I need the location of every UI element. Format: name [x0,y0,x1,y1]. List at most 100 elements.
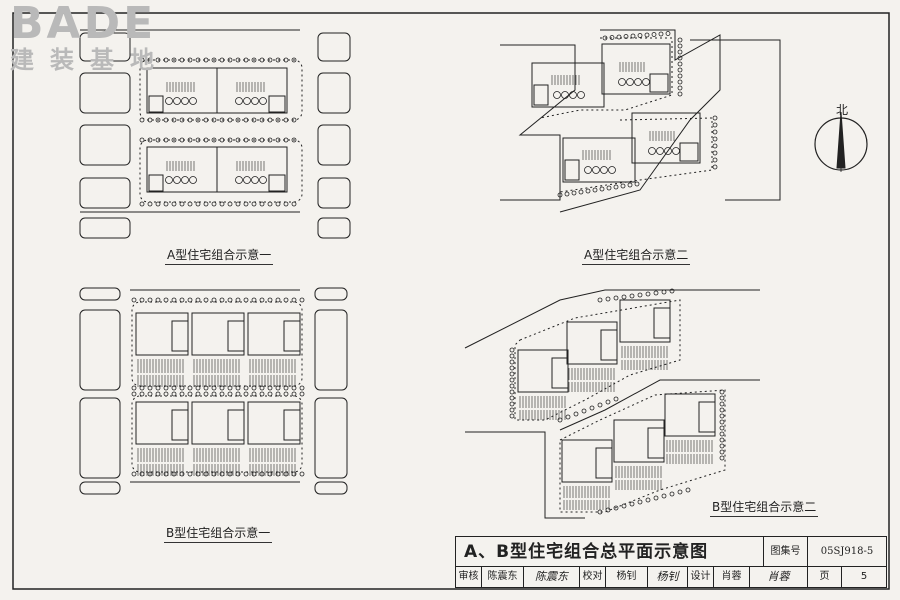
tree-symbol [179,391,185,397]
tree-symbol [719,395,725,401]
tree-symbol [203,57,209,63]
tree-symbol [605,399,611,405]
tree-symbol [569,91,577,99]
tree-symbol [564,191,570,197]
tree-symbol [712,164,718,170]
road-block [317,217,351,239]
caption-b-type-two: B型住宅组合示意二 [710,498,819,517]
tree-symbol [131,385,137,391]
tree-symbol [275,117,281,123]
tree-symbol [561,91,569,99]
tree-symbol [677,85,683,91]
tree-symbol [627,182,633,188]
tree-symbol [553,91,561,99]
tree-symbol [637,499,643,505]
tree-symbol [712,150,718,156]
check-label: 校对 [580,567,606,587]
tree-symbol [509,359,515,365]
north-arrow-icon [814,111,868,172]
tree-symbol [616,34,622,40]
tree-symbol [613,295,619,301]
caption-a-type-one: A型住宅组合示意一 [165,246,274,265]
tree-symbol [677,79,683,85]
tree-symbol [291,391,297,397]
tree-symbol [275,57,281,63]
tree-symbol [509,365,515,371]
tree-symbol [283,57,289,63]
road-block [79,309,121,391]
tree-symbol [173,176,181,184]
tree-symbol [147,201,153,207]
tree-symbol [251,97,259,105]
tree-symbol [677,489,683,495]
tree-symbol [592,166,600,174]
tree-symbol [147,137,153,143]
tree-symbol [203,391,209,397]
page-label: 页 [808,567,842,587]
tree-symbol [243,297,249,303]
tree-symbol [211,391,217,397]
tree-symbol [251,176,259,184]
tree-symbol [712,136,718,142]
tree-symbol [630,33,636,39]
tree-symbol [195,137,201,143]
tree-symbol [669,491,675,497]
tree-symbol [677,55,683,61]
tree-symbol [187,117,193,123]
tree-symbol [147,471,153,477]
tree-symbol [267,201,273,207]
tree-symbol [677,37,683,43]
tree-symbol [602,35,608,41]
tree-symbol [219,471,225,477]
tree-symbol [187,471,193,477]
road-block [314,481,348,495]
b-type-building [517,349,569,393]
tree-symbol [227,391,233,397]
tree-symbol [283,117,289,123]
tree-symbol [634,78,642,86]
tree-symbol [712,157,718,163]
tree-symbol [259,297,265,303]
tree-symbol [299,391,305,397]
tree-symbol [719,389,725,395]
tree-symbol [645,291,651,297]
a-type-building [531,62,605,108]
tree-symbol [203,201,209,207]
tree-symbol [592,187,598,193]
tree-symbol [719,455,725,461]
tree-symbol [155,117,161,123]
tree-symbol [235,201,241,207]
tree-symbol [651,32,657,37]
atlas-number: 05SJ918-5 [808,537,886,567]
tree-symbol [664,147,672,155]
tree-symbol [187,57,193,63]
tree-symbol [259,471,265,477]
tree-symbol [637,292,643,298]
tree-symbol [565,414,571,420]
tree-symbol [267,297,273,303]
tree-symbol [259,385,265,391]
tree-symbol [187,385,193,391]
tree-symbol [634,181,640,187]
tree-symbol [187,201,193,207]
tree-symbol [291,117,297,123]
road-block [79,177,131,209]
tree-symbol [259,97,267,105]
tree-symbol [283,201,289,207]
checker-signature: 杨钊 [648,567,688,587]
tree-symbol [509,389,515,395]
road-block [314,397,348,479]
tree-symbol [235,137,241,143]
tree-symbol [267,57,273,63]
tree-symbol [283,137,289,143]
tree-symbol [147,297,153,303]
tree-symbol [139,117,145,123]
b-type-building [135,312,189,356]
designer-signature: 肖蓉 [750,567,808,587]
tree-symbol [648,147,656,155]
tree-symbol [653,290,659,296]
tree-symbol [291,201,297,207]
tree-symbol [227,297,233,303]
road-block [79,217,131,239]
